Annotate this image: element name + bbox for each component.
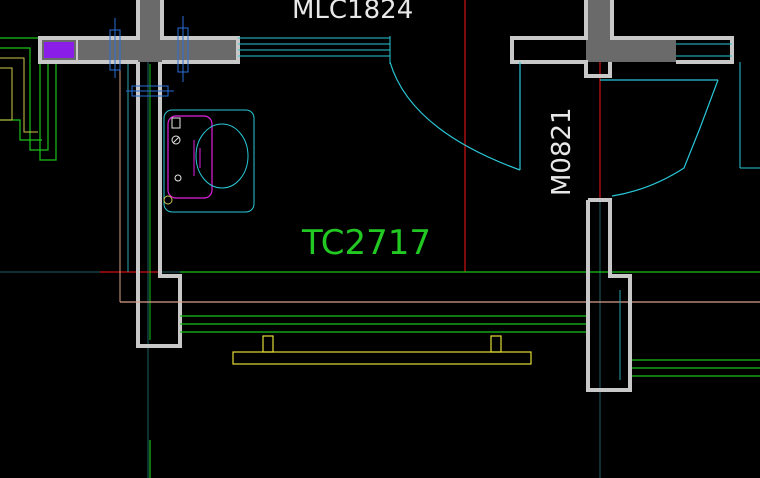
top-opening-label: MLC1824 bbox=[292, 0, 413, 25]
door-label: M0821 bbox=[547, 107, 577, 196]
walls-left bbox=[38, 0, 240, 348]
washing-machine-symbol bbox=[163, 109, 255, 213]
door-swings bbox=[389, 61, 719, 197]
purple-column-fill bbox=[44, 42, 74, 58]
walls-right-lower bbox=[586, 198, 632, 392]
lower-horizontal-lines bbox=[120, 271, 760, 377]
window-label: TC2717 bbox=[301, 223, 431, 263]
walls-right-top bbox=[510, 0, 734, 78]
blue-markers bbox=[109, 16, 189, 97]
yellow-bench bbox=[232, 335, 532, 365]
right-top-cyan bbox=[676, 43, 760, 169]
top-opening-cyan bbox=[238, 36, 391, 64]
left-pipes-yellow bbox=[0, 57, 38, 133]
